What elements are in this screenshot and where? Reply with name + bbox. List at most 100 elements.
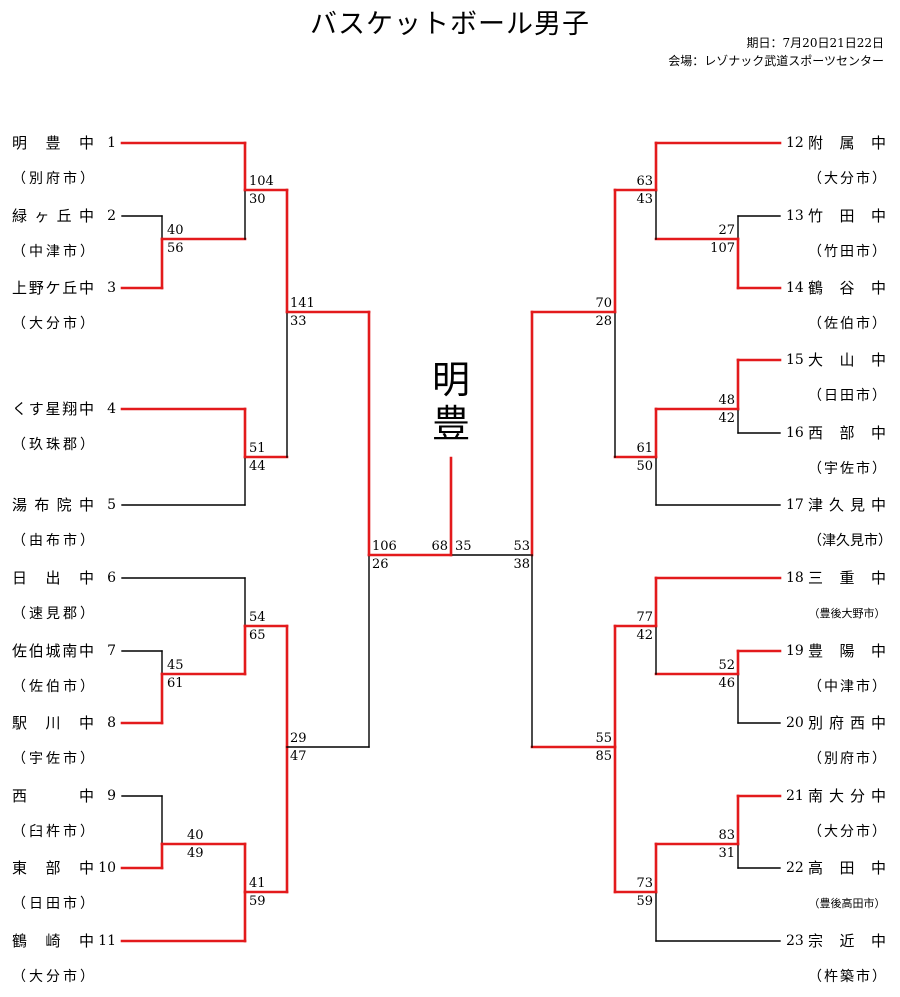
score-value: 40	[167, 223, 184, 238]
team-seed: 6	[107, 570, 116, 586]
team-city: （日田市）	[12, 896, 94, 912]
team-name: 駅 川 中	[12, 714, 94, 732]
score-value: 63	[636, 174, 653, 189]
score-value: 41	[249, 876, 266, 891]
team-city: （大分市）	[808, 171, 886, 187]
score-value: 44	[249, 459, 266, 474]
score-value: 26	[372, 557, 389, 572]
team-name: 大 山 中	[808, 351, 886, 369]
score-value: 73	[636, 876, 653, 891]
team-name: 附 属 中	[808, 134, 886, 152]
team-city: （津久見市）	[808, 533, 892, 549]
team-name: 竹 田 中	[808, 207, 886, 225]
score-value: 38	[513, 557, 530, 572]
team-seed: 4	[107, 401, 116, 417]
score-value: 30	[249, 192, 266, 207]
event-venue: 会場：レゾナック武道スポーツセンター	[668, 54, 884, 68]
team-city: （杵築市）	[808, 969, 886, 985]
score-value: 83	[718, 828, 735, 843]
team-name: 日 出 中	[12, 569, 94, 587]
team-city: （大分市）	[12, 969, 94, 985]
team-name: くす星翔中	[12, 400, 94, 418]
team-name: 明 豊 中	[12, 134, 94, 152]
score-value: 59	[636, 894, 653, 909]
team-city: （別府市）	[808, 751, 886, 767]
team-name: 豊 陽 中	[808, 642, 886, 660]
team-city: （中津市）	[808, 679, 886, 695]
score-value: 51	[249, 441, 266, 456]
team-seed: 19	[786, 643, 804, 659]
team-city: （豊後高田市）	[808, 897, 886, 910]
team-seed: 7	[107, 643, 116, 659]
score-value: 104	[249, 174, 274, 189]
champion-char-1: 明	[431, 358, 470, 402]
score-value: 54	[249, 610, 266, 625]
team-city: （由布市）	[12, 533, 94, 549]
team-name: 鶴 崎 中	[12, 932, 94, 950]
champion-char-2: 豊	[431, 402, 470, 446]
score-value: 28	[595, 314, 612, 329]
team-city: （竹田市）	[808, 244, 886, 260]
team-city: （日田市）	[808, 388, 886, 404]
team-name: 緑ヶ丘中	[12, 207, 94, 225]
team-city: （豊後大野市）	[808, 607, 886, 620]
score-value: 77	[636, 610, 653, 625]
team-seed: 13	[786, 208, 804, 224]
team-name: 別府西中	[808, 714, 886, 732]
team-city: （佐伯市）	[808, 316, 886, 332]
team-city: （大分市）	[12, 316, 94, 332]
team-seed: 2	[107, 208, 116, 224]
score-value: 141	[290, 296, 315, 311]
team-city: （臼杵市）	[12, 824, 94, 840]
team-seed: 9	[107, 788, 116, 804]
score-value: 107	[710, 241, 735, 256]
team-name: 東 部 中	[12, 859, 94, 877]
team-name: 西 部 中	[808, 424, 886, 442]
score-value: 56	[167, 241, 184, 256]
team-name: 三 重 中	[808, 569, 886, 587]
team-city: （宇佐市）	[12, 751, 94, 767]
score-value: 65	[249, 628, 266, 643]
team-seed: 23	[786, 933, 804, 949]
team-seed: 16	[786, 425, 804, 441]
score-value: 48	[718, 393, 735, 408]
score-value: 52	[718, 658, 735, 673]
score-value: 33	[290, 314, 307, 329]
event-dates: 期日：7月20日21日22日	[746, 36, 884, 50]
score-value: 43	[636, 192, 653, 207]
team-seed: 8	[107, 715, 116, 731]
score-value: 42	[718, 411, 735, 426]
page-title: バスケットボール男子	[310, 9, 590, 40]
team-seed: 22	[786, 860, 804, 876]
team-seed: 20	[786, 715, 804, 731]
score-value: 61	[636, 441, 653, 456]
score-value: 70	[595, 296, 612, 311]
team-name: 宗 近 中	[808, 932, 886, 950]
team-seed: 12	[786, 135, 804, 151]
team-name: 津久見中	[808, 496, 886, 514]
score-value: 31	[718, 846, 735, 861]
team-seed: 21	[786, 788, 804, 804]
champion-label: 明 豊	[421, 358, 481, 446]
score-value: 85	[595, 749, 612, 764]
score-value: 35	[455, 539, 472, 554]
score-value: 42	[636, 628, 653, 643]
team-seed: 1	[107, 135, 116, 151]
team-seed: 14	[786, 280, 804, 296]
score-value: 68	[431, 539, 448, 554]
team-city: （速見郡）	[12, 606, 94, 622]
team-city: （佐伯市）	[12, 679, 94, 695]
team-seed: 15	[786, 352, 804, 368]
team-seed: 18	[786, 570, 804, 586]
team-city: （玖珠郡）	[12, 437, 94, 453]
team-city: （中津市）	[12, 244, 94, 260]
score-value: 106	[372, 539, 397, 554]
score-value: 46	[718, 676, 735, 691]
score-value: 50	[636, 459, 653, 474]
team-seed: 3	[107, 280, 116, 296]
team-name: 南大分中	[808, 787, 886, 805]
team-city: （別府市）	[12, 171, 94, 187]
team-name: 高 田 中	[808, 859, 886, 877]
team-name: 西 中	[12, 787, 94, 805]
